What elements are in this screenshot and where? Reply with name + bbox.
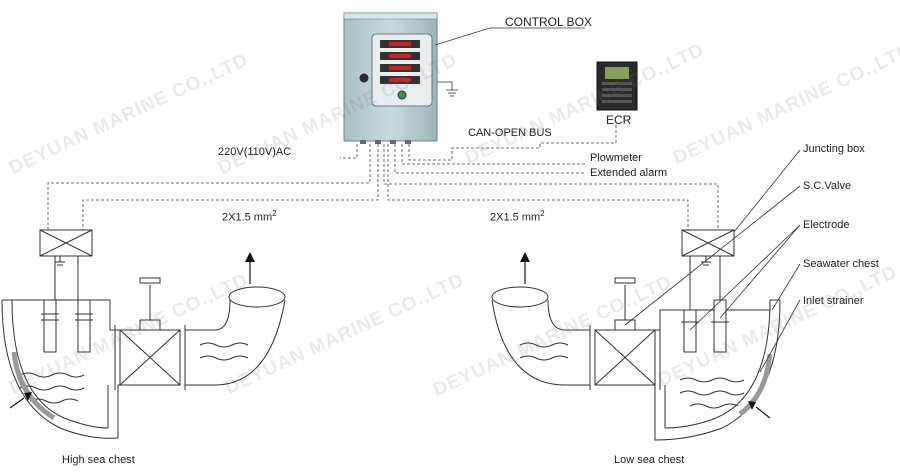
right-leader-lines [624,149,801,373]
label-electrode: Electrode [803,219,850,231]
label-cable-right: 2X1.5 mm2 [490,209,545,224]
power-line [340,144,358,159]
ground-icon [446,89,458,97]
label-cable-left: 2X1.5 mm2 [222,209,277,224]
label-ecr: ECR [606,113,632,127]
signal-lines [394,125,617,174]
control-box-leader [434,27,585,46]
label-control-box: CONTROL BOX [505,15,592,29]
label-extended-alarm: Extended alarm [590,167,668,179]
left-inlet-strainer [11,351,56,421]
main-cables [47,144,719,230]
right-inlet-arrow-icon [755,406,771,419]
door-lock-icon [359,73,369,83]
label-high-sea-chest: High sea chest [62,454,135,466]
left-inlet-arrow-icon [9,397,25,409]
label-inlet-strainer: Inlet strainer [803,295,864,307]
low-sea-chest [491,229,781,441]
control-box [343,12,458,144]
ecr-device [596,61,638,111]
label-can-open-bus: CAN-OPEN BUS [468,127,552,139]
label-plowmeter: Plowmeter [590,152,642,164]
label-junction-box: Juncting box [803,143,865,155]
label-sc-valve: S.C.Valve [803,180,852,192]
label-power: 220V(110V)AC [218,146,292,158]
indicator-lamp-icon [397,90,407,100]
high-sea-chest [1,229,286,439]
right-inlet-strainer [738,353,773,417]
label-seawater-chest: Seawater chest [803,258,879,270]
label-low-sea-chest: Low sea chest [614,454,685,466]
